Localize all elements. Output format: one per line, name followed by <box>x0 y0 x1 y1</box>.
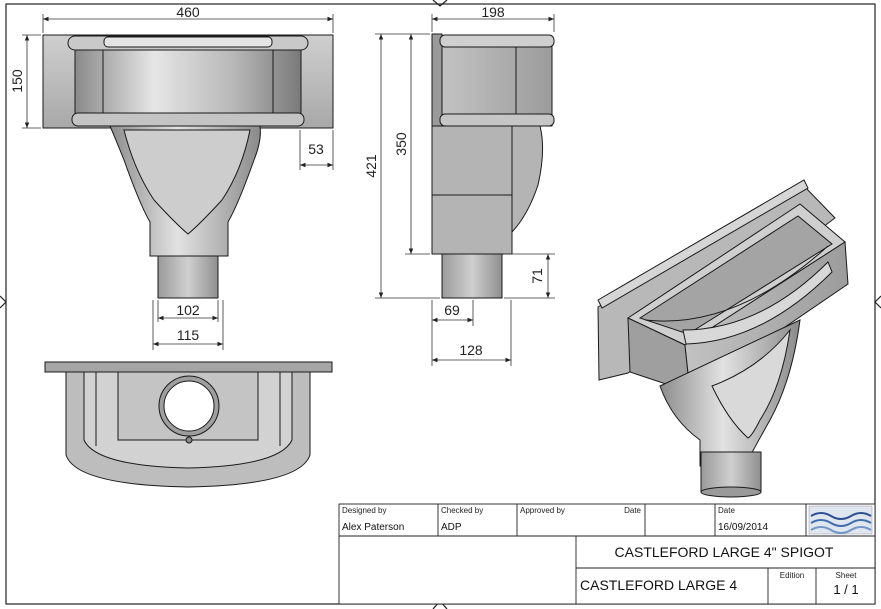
title-block <box>338 503 876 605</box>
dim-front-width: 460 <box>176 4 200 20</box>
side-view <box>431 33 555 299</box>
iso-funnel-inner <box>711 328 791 439</box>
tb-designed-by-label: Designed by <box>342 506 386 515</box>
left-centre-mark <box>0 295 7 309</box>
dim-side-depth: 198 <box>481 4 505 20</box>
iso-hopper-opening <box>638 215 833 335</box>
iso-backplate-top <box>597 179 809 309</box>
front-spigot <box>157 255 219 299</box>
iso-front-rim <box>682 261 833 345</box>
dim-side-body-height: 350 <box>393 132 409 156</box>
front-funnel-inner <box>123 129 251 235</box>
company-logo <box>808 505 873 535</box>
top-outlet-hole <box>163 380 215 432</box>
side-bottom-rim <box>439 113 555 127</box>
tb-sheet-value: 1 / 1 <box>833 582 858 597</box>
tb-checked-by-label: Checked by <box>441 506 483 515</box>
dim-side-spigot-span: 128 <box>459 342 483 358</box>
tb-checked-by-value: ADP <box>441 522 462 533</box>
front-view <box>42 34 334 299</box>
dim-front-flange-height: 150 <box>9 69 25 93</box>
top-centre-mark <box>432 0 448 7</box>
dim-side-spigot-length: 71 <box>529 268 545 284</box>
top-backplate <box>44 361 333 373</box>
front-dimensions <box>22 14 334 350</box>
dim-front-spigot-outer: 115 <box>177 327 200 343</box>
tb-date-value: 16/09/2014 <box>718 522 768 533</box>
dim-side-spigot-offset: 69 <box>444 302 460 318</box>
right-centre-mark <box>874 295 881 309</box>
tb-title: CASTLEFORD LARGE 4" SPIGOT <box>615 544 834 560</box>
front-bottom-rim <box>71 112 305 127</box>
dim-front-spigot-inner: 102 <box>176 302 200 318</box>
tb-date-label-2: Date <box>718 506 735 515</box>
side-funnel <box>431 125 544 255</box>
top-view <box>44 361 333 488</box>
front-hopper-box <box>74 37 302 125</box>
tb-edition-label: Edition <box>780 571 804 580</box>
tb-drawing-name: CASTLEFORD LARGE 4 <box>580 577 737 593</box>
tb-sheet-label: Sheet <box>836 571 858 580</box>
top-drain-stub <box>185 436 193 444</box>
side-spigot <box>441 253 503 299</box>
tb-date-label-1: Date <box>624 506 641 515</box>
side-body <box>441 35 553 127</box>
dim-front-flange-offset: 53 <box>308 141 324 157</box>
side-dimensions <box>375 14 555 366</box>
dim-side-total-height: 421 <box>363 154 379 178</box>
iso-spigot-end <box>700 486 762 498</box>
front-top-rim-inner <box>103 36 273 48</box>
side-top-rim <box>439 34 555 48</box>
iso-spigot <box>700 451 762 493</box>
iso-bowl-curve <box>644 245 829 322</box>
tb-designed-by-value: Alex Paterson <box>342 522 404 533</box>
isometric-view <box>597 179 849 498</box>
tb-approved-by-label: Approved by <box>520 506 565 515</box>
